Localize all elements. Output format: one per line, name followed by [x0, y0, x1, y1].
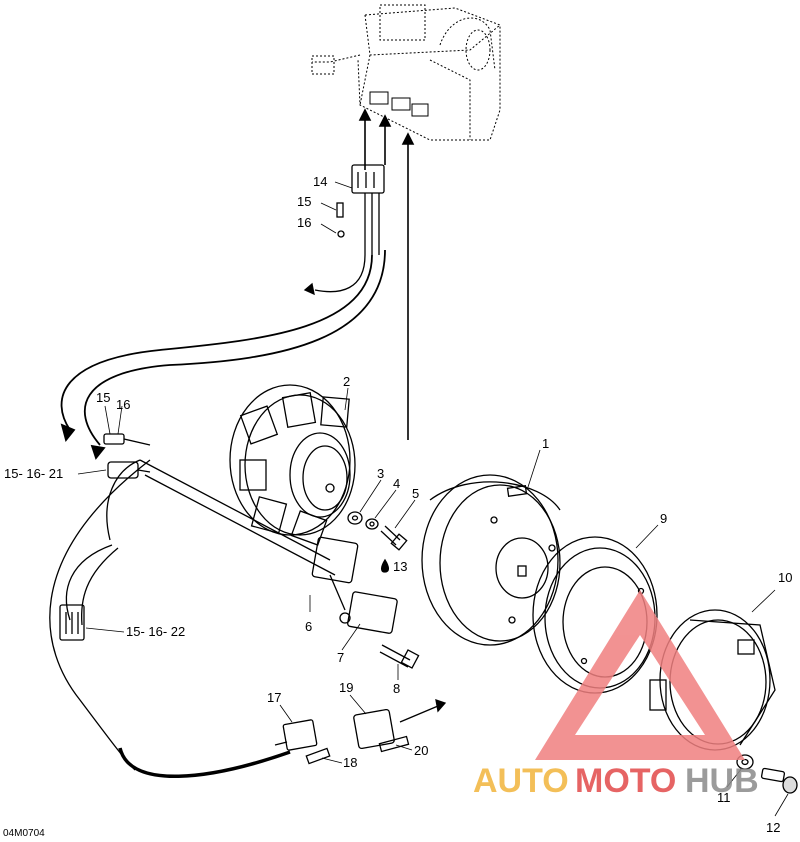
- callout-leaders: [77, 181, 789, 817]
- black-wire: [118, 747, 291, 779]
- callout-19: 19: [339, 680, 353, 695]
- cdi-connectors: [369, 91, 429, 117]
- washer-3: [347, 511, 363, 525]
- callout-10: 10: [778, 570, 792, 585]
- connector-19: [353, 699, 447, 750]
- connector-22: [59, 604, 85, 641]
- callout-3: 3: [377, 466, 384, 481]
- callout-16-mid: 16: [116, 397, 130, 412]
- connector-17: [274, 719, 318, 751]
- connector-21: [107, 461, 151, 479]
- callout-2: 2: [343, 374, 350, 389]
- callout-18: 18: [343, 755, 357, 770]
- stator-harness: [106, 459, 359, 611]
- callout-17: 17: [267, 690, 281, 705]
- terminal-20: [378, 735, 410, 753]
- screw-8: [379, 644, 420, 669]
- watermark-logo: AUTO MOTO HUB: [473, 590, 759, 800]
- watermark-triangle-icon: [535, 590, 745, 760]
- watermark-hub: HUB: [685, 762, 759, 800]
- lock-washer-4: [365, 518, 379, 530]
- wire-route-arrow-left: [303, 254, 366, 296]
- callout-11: 11: [717, 790, 731, 805]
- callout-5: 5: [412, 486, 419, 501]
- connector-housing-14: [351, 164, 385, 255]
- callout-15-16-21: 15- 16- 21: [4, 466, 63, 481]
- callout-15-mid: 15: [96, 390, 110, 405]
- terminal-18: [305, 747, 331, 765]
- threadlocker-drop-icon: [380, 558, 390, 573]
- callout-16-top: 16: [297, 215, 311, 230]
- callout-4: 4: [393, 476, 400, 491]
- callout-13: 13: [393, 559, 407, 574]
- pickup-coil-7: [339, 591, 398, 634]
- screw-12: [760, 767, 798, 794]
- callout-12: 12: [766, 820, 780, 835]
- wire-harness-loops: [60, 249, 386, 460]
- wire-arrows-to-cdi: [358, 108, 415, 440]
- washer-11: [736, 754, 754, 770]
- callout-labels: 1 2 3 4 5 6 7 8 9 10 11 12 13 14 15 16 1…: [4, 174, 792, 835]
- screw-5: [380, 525, 408, 551]
- callout-7: 7: [337, 650, 344, 665]
- cdi-module: [311, 4, 501, 141]
- stator-2: [229, 384, 356, 546]
- callout-14: 14: [313, 174, 327, 189]
- drawing-code: 04M0704: [3, 828, 45, 839]
- terminal-15-small: [336, 202, 345, 238]
- callout-15-top: 15: [297, 194, 311, 209]
- callout-6: 6: [305, 619, 312, 634]
- connector-15-16-top: [103, 433, 151, 446]
- harness-left-loop: [49, 459, 151, 771]
- callout-15-16-22: 15- 16- 22: [126, 624, 185, 639]
- watermark-moto: MOTO: [575, 762, 676, 800]
- rotor-1: [421, 474, 561, 646]
- watermark-auto: AUTO: [473, 762, 569, 800]
- callout-1: 1: [542, 436, 549, 451]
- callout-20: 20: [414, 743, 428, 758]
- callout-9: 9: [660, 511, 667, 526]
- callout-8: 8: [393, 681, 400, 696]
